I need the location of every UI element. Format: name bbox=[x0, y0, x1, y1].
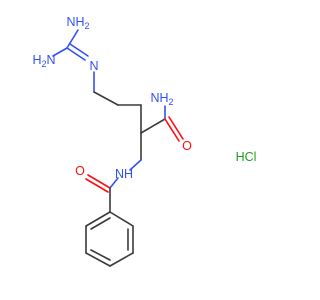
bond-n-nh bbox=[129, 159, 142, 171]
structure-canvas: NH2 H2N N NH2 O O NH HCl bbox=[32, 15, 257, 267]
bond-guanidine-c-nh2-left bbox=[52, 47, 68, 57]
bond-guanidine-c-n-a bbox=[66, 47, 86, 61]
atom-nh2-left: H2N bbox=[32, 53, 55, 69]
ring-bond-3 bbox=[109, 252, 134, 267]
bond-camide-o-b bbox=[168, 116, 184, 140]
bond-guanidine-c-n-b bbox=[69, 43, 89, 57]
bond-ca-camide bbox=[140, 118, 166, 134]
ring-bond-6 bbox=[85, 211, 111, 227]
bond-cbenz-o-a bbox=[87, 174, 111, 189]
atom-amide-nh2: NH2 bbox=[150, 91, 173, 107]
ring-bond-4 bbox=[85, 252, 111, 267]
ring-bond-4-inner bbox=[90, 249, 111, 261]
ring-bond-1 bbox=[109, 211, 134, 227]
bond-chain-1 bbox=[93, 91, 119, 106]
bond-nh-cbenz bbox=[109, 177, 119, 189]
bond-cbenz-o-b bbox=[85, 178, 109, 193]
atom-benzamide-o: O bbox=[75, 164, 85, 178]
atom-imine-n: N bbox=[89, 59, 98, 73]
bond-guanidine-c-nh2-top bbox=[66, 29, 79, 49]
atom-amide-o: O bbox=[182, 139, 192, 153]
atom-nh2-top: NH2 bbox=[66, 15, 89, 31]
molecule-diagram: NH2 H2N N NH2 O O NH HCl bbox=[32, 15, 257, 267]
ring-bond-6-inner bbox=[90, 217, 111, 230]
hcl-label: HCl bbox=[236, 150, 257, 164]
bond-camide-o-a bbox=[164, 118, 180, 142]
atom-benzamide-nh: NH bbox=[115, 167, 133, 181]
